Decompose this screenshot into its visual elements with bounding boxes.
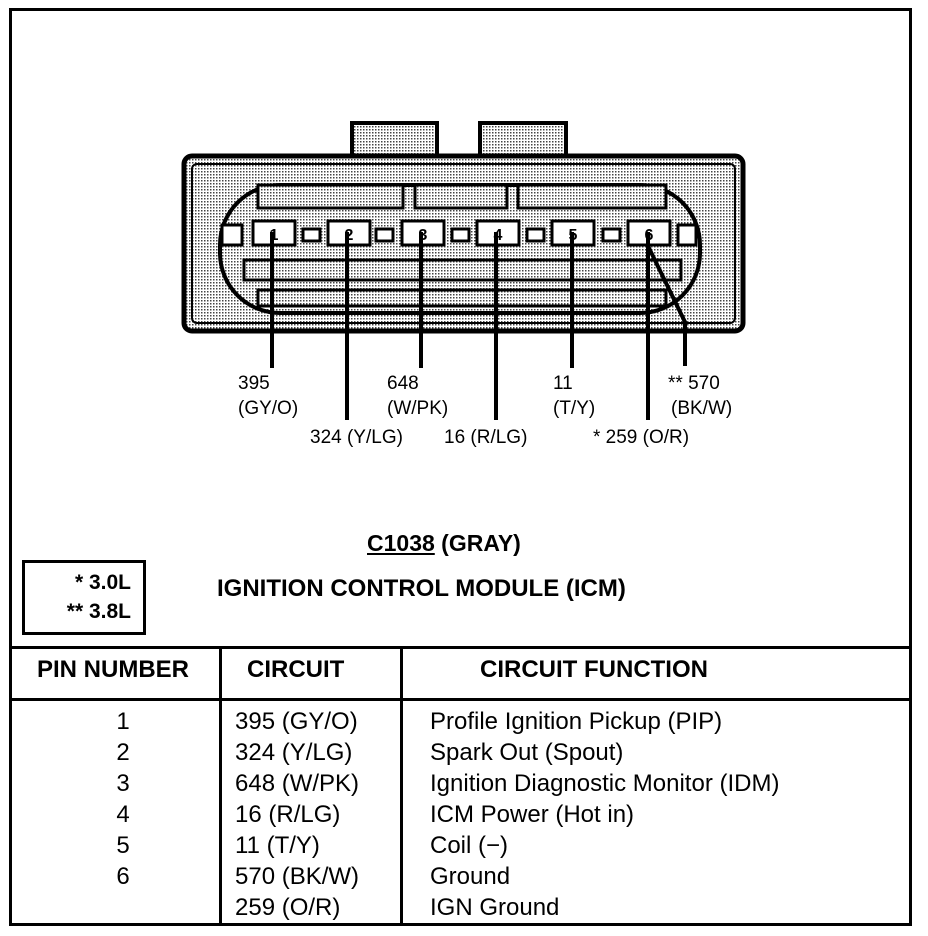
- pin-label-3: 3: [419, 227, 428, 244]
- circuit-column: 395 (GY/O) 324 (Y/LG) 648 (W/PK) 16 (R/L…: [235, 706, 359, 923]
- wire-circuit: 395: [238, 373, 270, 394]
- wire-label-11: 11 (T/Y): [553, 371, 595, 421]
- table-cell-circuit: 395 (GY/O): [235, 708, 358, 735]
- table-cell-pin: 3: [116, 770, 130, 797]
- wire-color: (BK/W): [671, 398, 733, 419]
- engine-legend: * 3.0L ** 3.8L: [22, 560, 146, 635]
- wire-label-16: 16 (R/LG): [444, 427, 528, 448]
- table-header-rule: [12, 698, 912, 701]
- wire-circuit: ** 570: [668, 373, 720, 394]
- function-column: Profile Ignition Pickup (PIP) Spark Out …: [430, 706, 779, 923]
- table-cell-pin: 4: [116, 801, 130, 828]
- pin-label-4: 4: [494, 227, 503, 244]
- wire-color: (W/PK): [387, 398, 449, 419]
- table-top-rule: [12, 646, 912, 649]
- connector-id: C1038: [367, 530, 435, 556]
- wire-color: (GY/O): [238, 398, 299, 419]
- table-cell-circuit: 259 (O/R): [235, 894, 341, 921]
- table-cell-circuit: 16 (R/LG): [235, 801, 341, 828]
- legend-line-1: * 3.0L: [74, 571, 131, 594]
- table-cell-circuit: 11 (T/Y): [235, 832, 320, 859]
- table-cell-pin: 5: [116, 832, 130, 859]
- pin-label-1: 1: [270, 227, 279, 244]
- wire-label-259: * 259 (O/R): [593, 427, 690, 448]
- table-divider-1: [219, 648, 222, 924]
- header-circuit-function: CIRCUIT FUNCTION: [480, 656, 708, 683]
- connector-title: C1038 (GRAY): [367, 530, 521, 557]
- wire-circuit: 11: [553, 373, 573, 394]
- header-circuit: CIRCUIT: [247, 656, 345, 683]
- table-cell-function: Profile Ignition Pickup (PIP): [430, 708, 723, 735]
- module-name: IGNITION CONTROL MODULE (ICM): [217, 575, 626, 602]
- table-cell-function: Ground: [430, 863, 511, 890]
- connector-latch-right: [478, 121, 568, 160]
- wire-circuit: 648: [387, 373, 419, 394]
- legend-line-2: ** 3.8L: [66, 600, 131, 623]
- wire-pin-6-b: [646, 245, 687, 366]
- table-cell-pin: 1: [116, 708, 130, 735]
- table-cell-pin: 6: [116, 863, 130, 890]
- table-cell-pin: 2: [116, 739, 130, 766]
- wire-label-395: 395 (GY/O): [238, 371, 298, 421]
- connector-color-name: (GRAY): [441, 530, 521, 556]
- table-cell-function: Spark Out (Spout): [430, 739, 624, 766]
- table-cell-function: Ignition Diagnostic Monitor (IDM): [430, 770, 780, 797]
- header-pin-number: PIN NUMBER: [37, 656, 190, 683]
- table-cell-circuit: 324 (Y/LG): [235, 739, 353, 766]
- pin-number-column: 1 2 3 4 5 6: [108, 706, 138, 923]
- wire-label-324: 324 (Y/LG): [310, 427, 403, 448]
- table-cell-circuit: 648 (W/PK): [235, 770, 360, 797]
- pin-label-2: 2: [345, 227, 354, 244]
- table-cell-circuit: 570 (BK/W): [235, 863, 360, 890]
- outer-frame: [9, 8, 912, 926]
- wire-label-648: 648 (W/PK): [387, 371, 448, 421]
- table-cell-pin: [108, 892, 138, 923]
- table-cell-function: Coil (−): [430, 832, 509, 859]
- wire-color: (T/Y): [553, 398, 596, 419]
- wire-label-570: ** 570 (BK/W): [668, 371, 732, 421]
- table-cell-function: IGN Ground: [430, 894, 560, 921]
- table-divider-2: [400, 648, 403, 924]
- table-cell-function: ICM Power (Hot in): [430, 801, 635, 828]
- connector-latch-left: [350, 121, 439, 160]
